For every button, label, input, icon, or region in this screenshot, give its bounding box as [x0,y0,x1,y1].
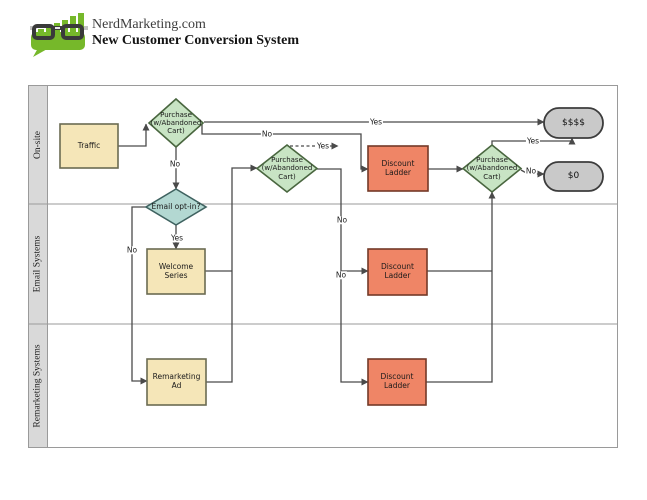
traffic-box [59,123,119,169]
traffic-label: Traffic [77,140,101,150]
welcome-series-box [146,248,206,295]
header: NerdMarketing.com New Customer Conversio… [0,0,647,70]
page-title: New Customer Conversion System [92,33,299,49]
edge-label-no-discount1: No [260,129,274,139]
discount-ladder3-box [367,358,427,406]
purchase2-label: Purchase (w/Abandoned Cart) [261,156,313,181]
purchase3-label: Purchase (w/Abandoned Cart) [466,156,518,181]
zero-terminator [543,161,604,192]
zero-label: $0 [567,171,580,182]
lane-email-systems: Email Systems [28,204,47,324]
lane-onsite: On-site [28,85,47,204]
money-terminator [543,107,604,139]
email-optin-label: Email opt-in? [151,201,201,211]
money-label: $$$$ [562,117,585,128]
lane-onsite-label: On-site [32,130,43,159]
discount-ladder2-box [367,248,428,296]
edge-label-yes-d3: Yes [525,136,541,146]
remarketing-ad-box [146,358,207,406]
edge-label-no-optin: No [168,159,182,169]
email-optin-diamond [144,188,208,226]
purchase3-diamond [461,143,523,194]
edge-traffic-to-purchase1 [118,123,150,147]
purchase1-label: Purchase (w/Abandoned Cart) [150,110,202,136]
edge-label-yes-welcome: Yes [169,233,185,243]
edge-discount3-to-purchase3 [426,191,496,383]
edge-purchase1-no-to-discount1 [201,124,369,173]
purchase1-diamond [147,97,205,149]
remarketing-ad-label: Remarketing Ad [152,372,201,390]
welcome-series-label: Welcome Series [158,261,194,280]
lane-remarketing-systems-label: Remarketing Systems [32,344,43,428]
discount-ladder3-label: Discount Ladder [380,372,414,390]
header-titles: NerdMarketing.com New Customer Conversio… [92,17,299,50]
edge-optin-no-to-remarketing-ad [131,206,148,385]
discount-ladder2-label: Discount Ladder [381,262,414,280]
purchase2-diamond [255,143,319,194]
lane-email-systems-label: Email Systems [32,235,43,293]
lane-header-remarketing [28,323,48,448]
discount-ladder1-box [367,145,429,192]
edge-label-yes-dashed: Yes [315,141,331,151]
flowchart-canvas [28,85,618,448]
lane-remarketing-systems: Remarketing Systems [28,324,47,448]
discount-ladder1-label: Discount Ladder [381,158,415,177]
edge-label-no-d3: No [524,166,538,176]
edge-label-no-optin-left: No [125,245,139,255]
site-name: NerdMarketing.com [92,17,206,32]
edge-remarketing-ad-to-purchase2 [206,164,258,383]
logo-svg [30,13,88,57]
nerdmarketing-logo-icon [30,12,88,57]
edge-label-no-d2-lower: No [334,270,348,280]
edge-label-no-d2-upper: No [335,215,349,225]
edge-label-yes-main: Yes [368,117,384,127]
flowchart: On-site Email Systems Remarketing System… [28,85,618,448]
